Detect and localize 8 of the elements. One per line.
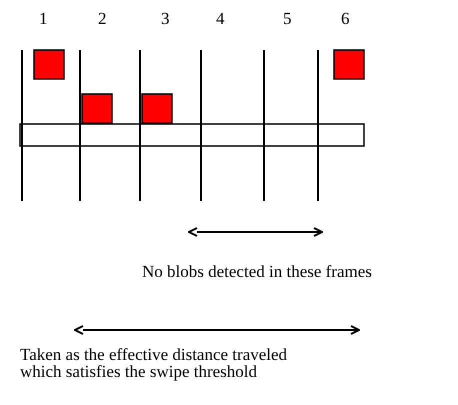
frame-number: 5 xyxy=(283,10,292,27)
frame-number: 4 xyxy=(216,10,224,27)
frame-number: 2 xyxy=(98,10,106,27)
caption: No blobs detected in these frames xyxy=(142,263,372,280)
frame-number: 3 xyxy=(161,10,170,27)
caption: Taken as the effective distance traveled which satisfies the swipe threshold xyxy=(20,346,288,380)
frame-number: 1 xyxy=(39,10,48,27)
frame-number: 6 xyxy=(341,10,350,27)
